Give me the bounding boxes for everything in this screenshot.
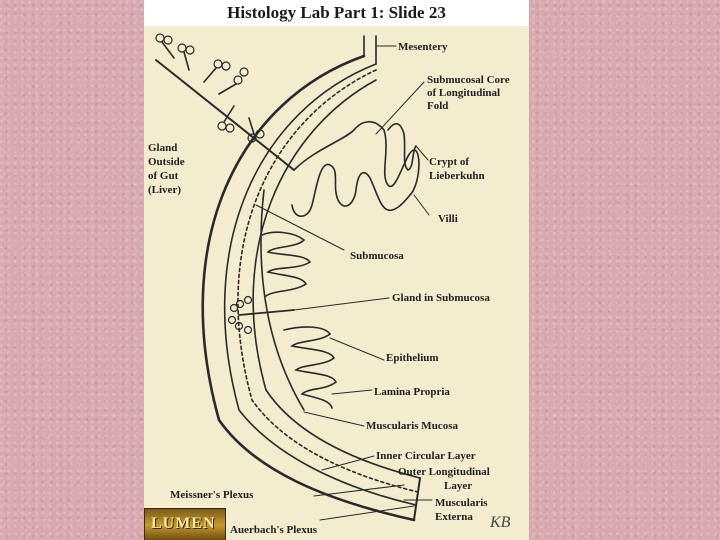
upper-villi-fold <box>292 122 419 217</box>
crypt-outline <box>388 124 416 170</box>
author-signature: KB <box>490 516 510 529</box>
villi-middle <box>262 232 310 296</box>
mesentery-stalk <box>364 36 376 64</box>
label-muscularis-mucosa: Muscularis Mucosa <box>366 420 458 433</box>
label-inner-circular: Inner Circular Layer <box>376 450 476 463</box>
villi-lower <box>284 327 336 408</box>
label-gland-outside-1: Gland <box>148 142 177 155</box>
label-muscularis-externa-2: Externa <box>435 511 473 524</box>
label-gland-outside-2: Outside <box>148 156 185 169</box>
label-submucosa: Submucosa <box>350 250 404 263</box>
label-gland-outside-3: of Gut <box>148 170 178 183</box>
label-submucosal-core-1: Submucosal Core <box>427 74 510 87</box>
label-outer-longitudinal-2: Layer <box>444 480 472 493</box>
slide: Histology Lab Part 1: Slide 23 <box>144 0 529 540</box>
label-submucosal-core-2: of Longitudinal <box>427 87 500 100</box>
submucosa-boundary-arc <box>253 80 420 478</box>
lumen-logo-text: LUMEN <box>151 515 216 533</box>
wall-cut-end <box>414 478 420 520</box>
label-lamina-propria: Lamina Propria <box>374 386 450 399</box>
label-auerbach: Auerbach's Plexus <box>230 524 317 537</box>
label-villi: Villi <box>438 213 458 226</box>
label-meissner: Meissner's Plexus <box>170 489 253 502</box>
label-crypt-2: Lieberkuhn <box>429 170 485 183</box>
label-muscularis-externa-1: Muscularis <box>435 497 488 510</box>
label-crypt-1: Crypt of <box>429 156 469 169</box>
lumen-logo: LUMEN <box>144 508 226 540</box>
label-epithelium: Epithelium <box>386 352 439 365</box>
label-gland-in-submucosa: Gland in Submucosa <box>392 292 490 305</box>
muscularis-mucosa-line <box>261 190 304 410</box>
label-outer-longitudinal-1: Outer Longitudinal <box>398 466 490 479</box>
duct-branches <box>162 42 254 134</box>
label-mesentery: Mesentery <box>398 41 447 54</box>
label-submucosal-core-3: Fold <box>427 100 448 113</box>
label-gland-outside-4: (Liver) <box>148 184 181 197</box>
